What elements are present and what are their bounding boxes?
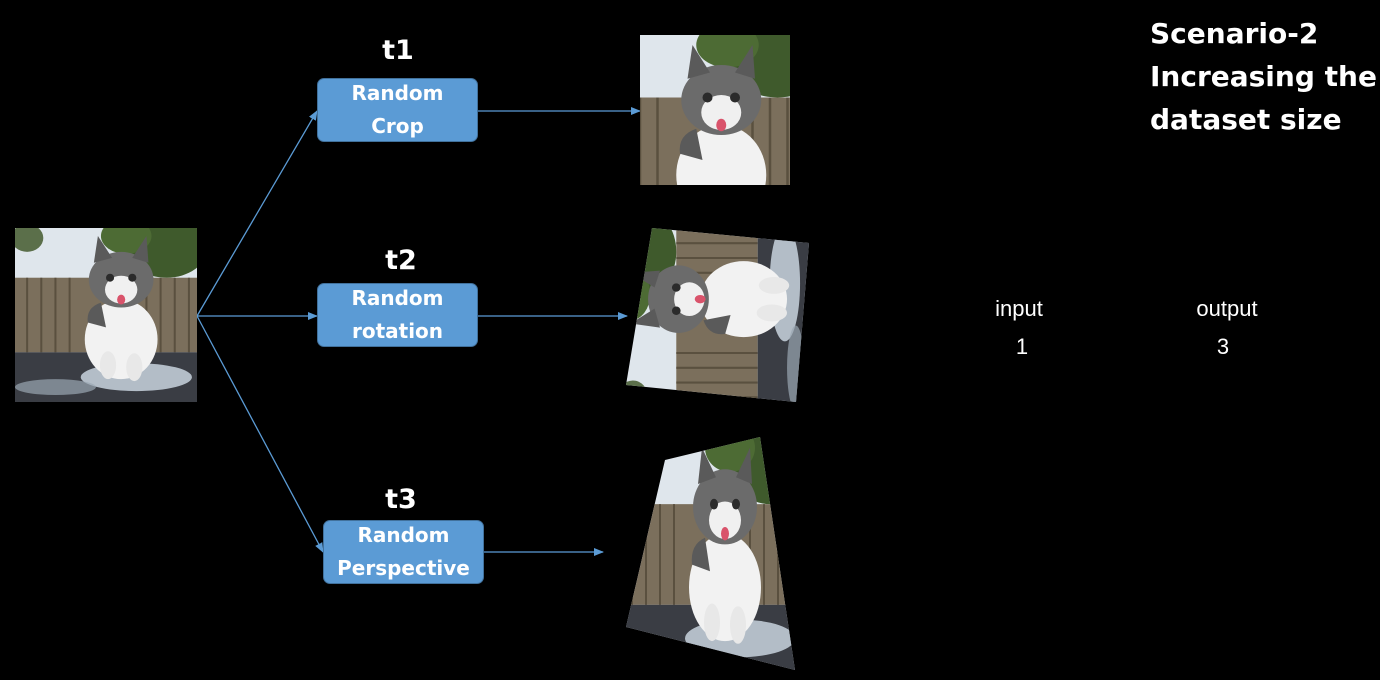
arrow-input-to-perspective	[196, 315, 324, 553]
random-crop-box: Random Crop	[317, 78, 478, 142]
title-line-1: Scenario-2	[1150, 17, 1319, 50]
input-count-label: input	[995, 296, 1043, 321]
arrow-input-to-crop	[196, 110, 318, 317]
title-line-2: Increasing the	[1150, 60, 1377, 93]
random-perspective-box: Random Perspective	[323, 520, 484, 584]
random-perspective-label-line1: Random	[357, 523, 450, 547]
random-crop-label-line1: Random	[351, 81, 444, 105]
output-rotation-image	[626, 228, 809, 402]
output-count-value: 3	[1216, 334, 1230, 359]
output-crop-image	[640, 35, 790, 185]
input-count-value: 1	[1015, 334, 1029, 359]
random-rotation-box: Random rotation	[317, 283, 478, 347]
random-crop-label-line2: Crop	[371, 114, 424, 138]
random-rotation-label-line1: Random	[351, 286, 444, 310]
input-kitten-image	[15, 228, 197, 402]
title-line-3: dataset size	[1150, 103, 1342, 136]
random-perspective-label-line2: Perspective	[337, 556, 470, 580]
step-label-t2: t2	[385, 245, 417, 276]
output-perspective-image	[626, 437, 795, 670]
scenario-title: Scenario-2 Increasing the dataset size	[1150, 12, 1377, 141]
step-label-t1: t1	[382, 35, 414, 66]
step-label-t3: t3	[385, 484, 417, 515]
output-count-label: output	[1196, 296, 1258, 321]
random-rotation-label-line2: rotation	[351, 319, 444, 343]
